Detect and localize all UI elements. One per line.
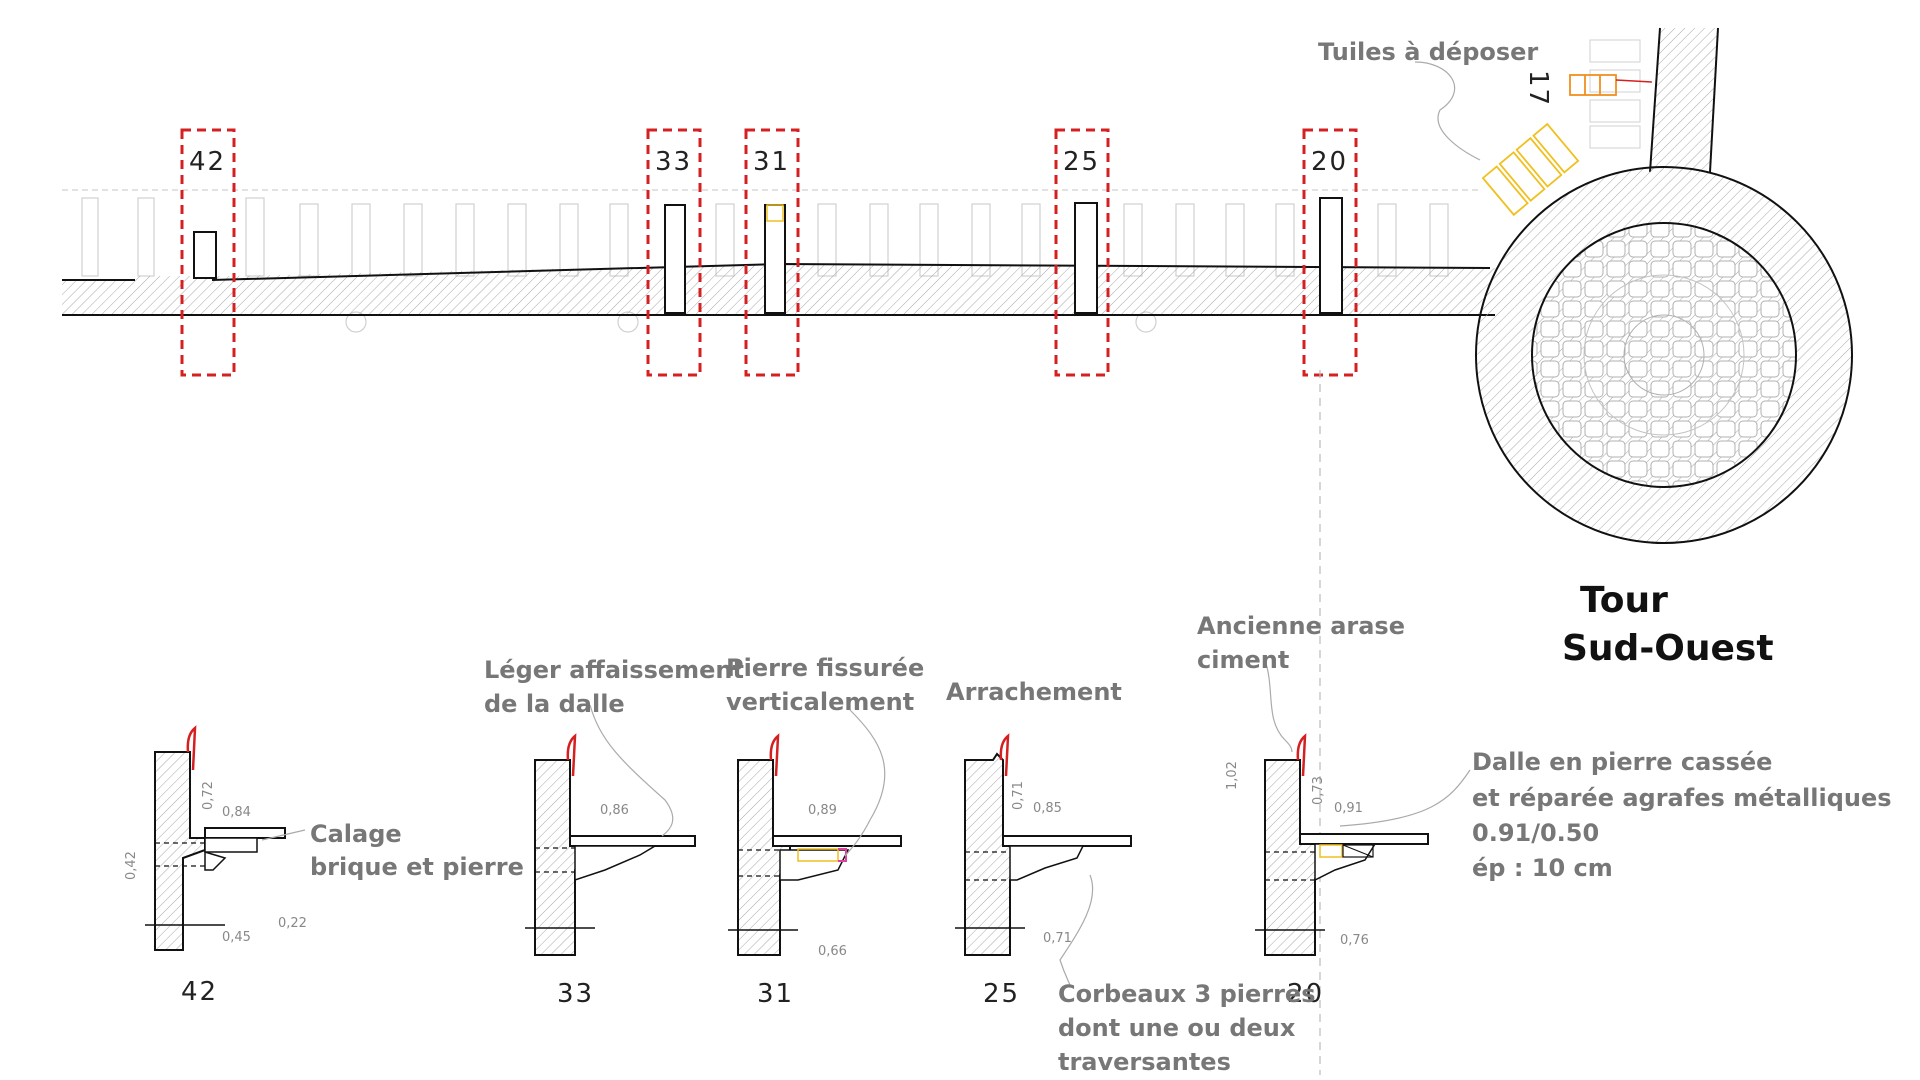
- section-25: [955, 733, 1132, 956]
- tower-plan: [1475, 27, 1853, 544]
- annotation-pierre-1: Pierre fissurée: [726, 654, 924, 682]
- dim-31-w: 0,89: [808, 803, 837, 818]
- annotation-leger-1: Léger affaissement: [484, 656, 744, 684]
- dim-20-b: 0,76: [1340, 933, 1369, 948]
- annotation-ancienne-1: Ancienne arase: [1197, 612, 1405, 640]
- wall-walk-plan: [62, 264, 1515, 315]
- tower-stem: [1650, 28, 1718, 172]
- dim-25-w: 0,85: [1033, 801, 1062, 816]
- marker-label-42: 42: [189, 147, 226, 177]
- marker-label-33: 33: [655, 147, 692, 177]
- section-number-20: 20: [1287, 979, 1324, 1009]
- annotation-calage-2: brique et pierre: [310, 853, 524, 881]
- dim-42-side: 0,42: [124, 851, 139, 880]
- annotation-leger-2: de la dalle: [484, 690, 625, 718]
- dim-42-b2: 0,22: [278, 916, 307, 931]
- section-33: [525, 733, 696, 956]
- tower-title-1: Tour: [1580, 580, 1668, 621]
- tower-inner: [1531, 222, 1797, 488]
- section-42: [145, 725, 286, 951]
- dim-20-w: 0,91: [1334, 801, 1363, 816]
- tower-title-2: Sud-Ouest: [1562, 628, 1774, 669]
- annotation-dalle-3: 0.91/0.50: [1472, 819, 1599, 847]
- dim-25-b: 0,71: [1043, 931, 1072, 946]
- marker-label-20: 20: [1311, 147, 1348, 177]
- annotation-corbeaux-1: Corbeaux 3 pierres: [1058, 980, 1315, 1008]
- annotation-arrachement: Arrachement: [946, 678, 1122, 706]
- marker-20: [1302, 128, 1358, 377]
- marker-25: [1054, 128, 1110, 377]
- marker-31: [744, 128, 800, 377]
- section-number-31: 31: [757, 979, 794, 1009]
- marker-42: [180, 128, 236, 377]
- yellow-stone-31: [766, 204, 784, 222]
- marker-label-31: 31: [753, 147, 790, 177]
- dim-42-b1: 0,45: [222, 930, 251, 945]
- annotation-pierre-2: verticalement: [726, 688, 914, 716]
- tiles-leader: [1414, 61, 1481, 161]
- tile-number: 17: [1523, 70, 1553, 107]
- annotation-dalle-1: Dalle en pierre cassée: [1472, 748, 1772, 776]
- section-markers: [180, 128, 1358, 377]
- marked-merlons: [193, 197, 1343, 314]
- dim-25-h: 0,71: [1011, 781, 1026, 810]
- plan-view: 42 33 31 25 20 Tuiles à déposer 17 Tour …: [62, 27, 1853, 1075]
- dim-20-side: 1,02: [1225, 761, 1240, 790]
- section-number-25: 25: [983, 979, 1020, 1009]
- annotation-corbeaux-2: dont une ou deux: [1058, 1014, 1296, 1042]
- section-number-42: 42: [181, 977, 218, 1007]
- annotation-dalle-2: et réparée agrafes métalliques: [1472, 784, 1892, 812]
- dim-33-w: 0,86: [600, 803, 629, 818]
- tiles-label: Tuiles à déposer: [1318, 38, 1538, 66]
- marker-label-25: 25: [1063, 147, 1100, 177]
- section-20: [1255, 733, 1429, 956]
- annotation-calage-1: Calage: [310, 820, 402, 848]
- section-number-33: 33: [557, 979, 594, 1009]
- dim-20-h: 0,73: [1311, 776, 1326, 805]
- section-31: [728, 733, 902, 956]
- annotation-dalle-4: ép : 10 cm: [1472, 854, 1613, 882]
- tiles-to-remove: [1481, 122, 1580, 217]
- leader-lines: [261, 659, 1471, 986]
- annotation-ancienne-2: ciment: [1197, 646, 1289, 674]
- dim-31-b: 0,66: [818, 944, 847, 959]
- dim-42-h: 0,72: [201, 781, 216, 810]
- tile-17: [1569, 74, 1617, 96]
- marker-33: [646, 128, 702, 377]
- annotation-corbeaux-3: traversantes: [1058, 1048, 1231, 1076]
- dim-42-w: 0,84: [222, 805, 251, 820]
